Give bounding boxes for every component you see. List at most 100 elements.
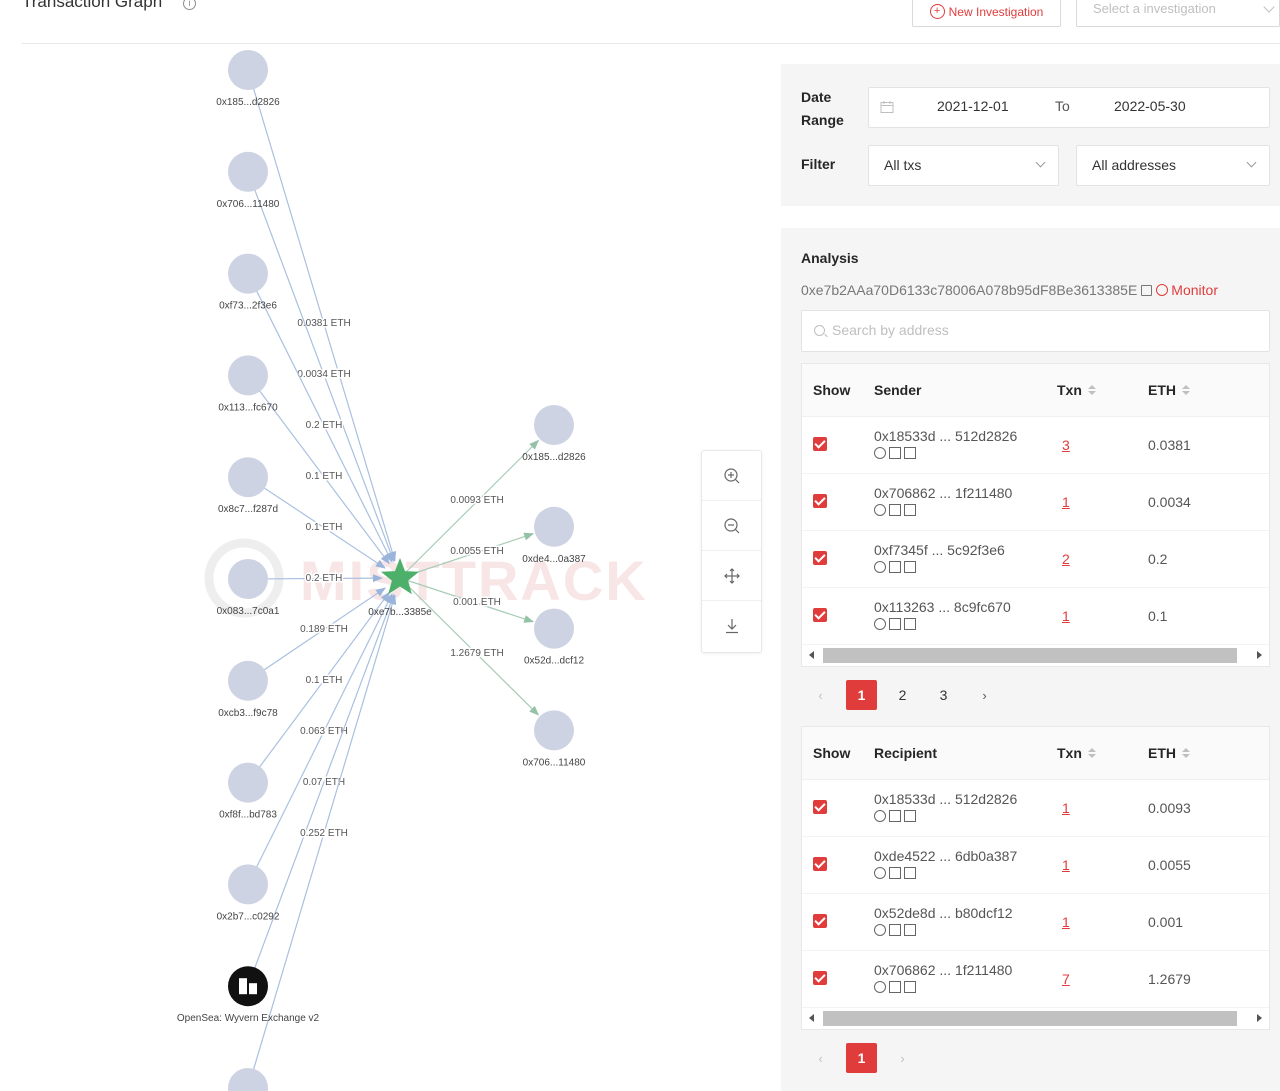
txn-count-link[interactable]: 7	[1062, 971, 1070, 987]
target-address-star-icon[interactable]	[381, 558, 419, 595]
address-node[interactable]	[534, 710, 574, 751]
outgoing-edge[interactable]	[399, 577, 535, 623]
external-link-icon[interactable]	[904, 981, 916, 993]
copy-icon[interactable]	[889, 924, 901, 936]
date-range-picker[interactable]: 2021-12-01 To 2022-05-30	[868, 87, 1270, 128]
incoming-edge[interactable]	[247, 476, 386, 569]
external-link-icon[interactable]	[904, 618, 916, 630]
exchange-building-icon[interactable]	[228, 966, 268, 1007]
monitor-icon[interactable]	[874, 561, 886, 573]
address-node[interactable]	[228, 1068, 268, 1091]
fit-view-button[interactable]	[702, 551, 761, 601]
show-checkbox[interactable]	[813, 494, 827, 508]
txn-count-link[interactable]: 1	[1062, 857, 1070, 873]
copy-icon[interactable]	[889, 810, 901, 822]
copy-icon[interactable]	[1141, 284, 1153, 296]
col-eth-sort[interactable]: ETH	[1148, 382, 1190, 398]
copy-icon[interactable]	[889, 618, 901, 630]
col-eth-sort[interactable]: ETH	[1148, 745, 1190, 761]
pagination-page-1[interactable]: 1	[846, 680, 877, 710]
scroll-left-icon[interactable]	[809, 1014, 814, 1022]
address-node[interactable]	[228, 253, 268, 294]
monitor-icon[interactable]	[874, 447, 886, 459]
outgoing-edge[interactable]	[399, 532, 535, 579]
incoming-edge[interactable]	[247, 593, 393, 885]
incoming-edge[interactable]	[247, 593, 395, 987]
txn-count-link[interactable]: 2	[1062, 551, 1070, 567]
external-link-icon[interactable]	[904, 924, 916, 936]
pagination-prev[interactable]: ‹	[818, 687, 823, 703]
pagination-next[interactable]: ›	[982, 687, 987, 703]
search-input[interactable]	[832, 322, 1252, 338]
incoming-edge[interactable]	[247, 587, 386, 682]
incoming-edge[interactable]	[247, 273, 393, 563]
copy-icon[interactable]	[889, 447, 901, 459]
show-checkbox[interactable]	[813, 800, 827, 814]
download-button[interactable]	[702, 601, 761, 651]
txn-count-link[interactable]: 1	[1062, 494, 1070, 510]
monitor-icon[interactable]	[874, 504, 886, 516]
senders-horizontal-scrollbar[interactable]	[802, 645, 1269, 666]
incoming-edge[interactable]	[247, 171, 395, 563]
incoming-edge[interactable]	[247, 69, 397, 562]
scrollbar-thumb[interactable]	[823, 1011, 1237, 1026]
outgoing-edge[interactable]	[399, 577, 540, 716]
col-txn-sort[interactable]: Txn	[1057, 382, 1096, 398]
external-link-icon[interactable]	[904, 447, 916, 459]
incoming-edge[interactable]	[247, 591, 390, 783]
info-icon[interactable]: i	[183, 0, 196, 10]
investigation-select[interactable]: Select a investigation	[1076, 0, 1280, 27]
show-checkbox[interactable]	[813, 551, 827, 565]
external-link-icon[interactable]	[904, 504, 916, 516]
incoming-edge[interactable]	[247, 375, 390, 565]
incoming-edge[interactable]	[247, 594, 397, 1089]
address-filter-select[interactable]: All addresses	[1076, 145, 1270, 186]
monitor-icon[interactable]	[874, 810, 886, 822]
tx-filter-select[interactable]: All txs	[868, 145, 1059, 186]
scroll-left-icon[interactable]	[809, 651, 814, 659]
address-node[interactable]	[228, 762, 268, 803]
pagination-next[interactable]: ›	[900, 1050, 905, 1066]
monitor-icon[interactable]	[874, 867, 886, 879]
monitor-icon[interactable]	[874, 618, 886, 630]
external-link-icon[interactable]	[904, 810, 916, 822]
date-from[interactable]: 2021-12-01	[937, 98, 1009, 114]
txn-count-link[interactable]: 1	[1062, 608, 1070, 624]
show-checkbox[interactable]	[813, 857, 827, 871]
incoming-edge[interactable]	[247, 574, 384, 583]
address-node[interactable]	[534, 608, 574, 649]
zoom-in-button[interactable]	[702, 451, 761, 501]
zoom-out-button[interactable]	[702, 501, 761, 551]
new-investigation-button[interactable]: + New Investigation	[912, 0, 1061, 27]
show-checkbox[interactable]	[813, 608, 827, 622]
show-checkbox[interactable]	[813, 914, 827, 928]
pagination-page-1[interactable]: 1	[846, 1043, 877, 1073]
address-node[interactable]	[228, 355, 268, 396]
txn-count-link[interactable]: 3	[1062, 437, 1070, 453]
address-node[interactable]	[534, 506, 574, 547]
scrollbar-thumb[interactable]	[823, 648, 1237, 663]
address-node[interactable]	[228, 151, 268, 192]
txn-count-link[interactable]: 1	[1062, 800, 1070, 816]
address-node[interactable]	[228, 864, 268, 905]
pagination-page-2[interactable]: 2	[898, 687, 907, 703]
address-node[interactable]	[534, 405, 574, 445]
scroll-right-icon[interactable]	[1257, 651, 1262, 659]
recipients-horizontal-scrollbar[interactable]	[802, 1008, 1269, 1029]
monitor-icon[interactable]	[874, 924, 886, 936]
copy-icon[interactable]	[889, 981, 901, 993]
txn-count-link[interactable]: 1	[1062, 914, 1070, 930]
show-checkbox[interactable]	[813, 437, 827, 451]
show-checkbox[interactable]	[813, 971, 827, 985]
scroll-right-icon[interactable]	[1257, 1014, 1262, 1022]
address-node[interactable]	[228, 559, 268, 599]
address-node[interactable]	[228, 660, 268, 701]
address-node[interactable]	[228, 50, 268, 90]
address-node[interactable]	[228, 457, 268, 498]
pagination-prev[interactable]: ‹	[818, 1050, 823, 1066]
monitor-icon[interactable]	[874, 981, 886, 993]
external-link-icon[interactable]	[904, 867, 916, 879]
monitor-link[interactable]: Monitor	[1156, 282, 1218, 298]
copy-icon[interactable]	[889, 504, 901, 516]
